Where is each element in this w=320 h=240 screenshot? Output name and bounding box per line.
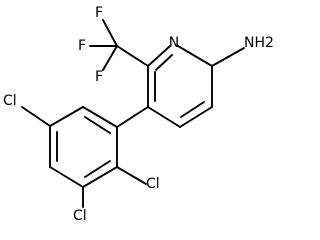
molecule-structure: N NH2 F F F Cl Cl Cl — [3, 5, 274, 224]
atom-label-f-bottom: F — [95, 69, 103, 85]
atom-label-cl-meta: Cl — [73, 208, 87, 224]
bond-ar-c4-c5 — [49, 166, 84, 188]
bond-cl-ring-left — [21, 106, 51, 127]
bond-ar-c1-c2-inner — [84, 116, 111, 134]
bond-ar-c2-c3 — [49, 106, 84, 127]
atom-label-f-left: F — [78, 38, 86, 54]
bond-c6-n-inner — [155, 54, 173, 71]
bond-c2-amine — [211, 47, 245, 67]
bond-ar-c5-c6 — [82, 166, 118, 188]
atom-label-cl-ortho: Cl — [146, 176, 160, 192]
atom-label-amine: NH2 — [244, 35, 274, 51]
bond-ar-c5-c6-inner — [84, 160, 111, 178]
pyridine-ring — [147, 45, 213, 128]
bond-c6-cf3 — [116, 45, 149, 67]
bond-n-c2 — [177, 45, 213, 67]
bond-c3-c4-inner — [180, 101, 205, 118]
atom-label-cl-ring-left: Cl — [3, 93, 17, 109]
bond-cl-ortho — [116, 166, 147, 185]
bond-c3-c4 — [179, 106, 213, 128]
trichlorophenyl-ring — [49, 106, 118, 188]
bond-c6-n — [147, 45, 171, 67]
bond-ar-c1-c2 — [82, 106, 118, 128]
atom-label-n-ring: N — [169, 35, 179, 51]
atom-label-f-top: F — [95, 5, 103, 21]
bond-c4-c5 — [147, 106, 181, 128]
bond-biaryl — [116, 106, 149, 128]
bond-cf3-f-top — [102, 19, 118, 47]
bond-cf3-f-bottom — [102, 45, 118, 71]
